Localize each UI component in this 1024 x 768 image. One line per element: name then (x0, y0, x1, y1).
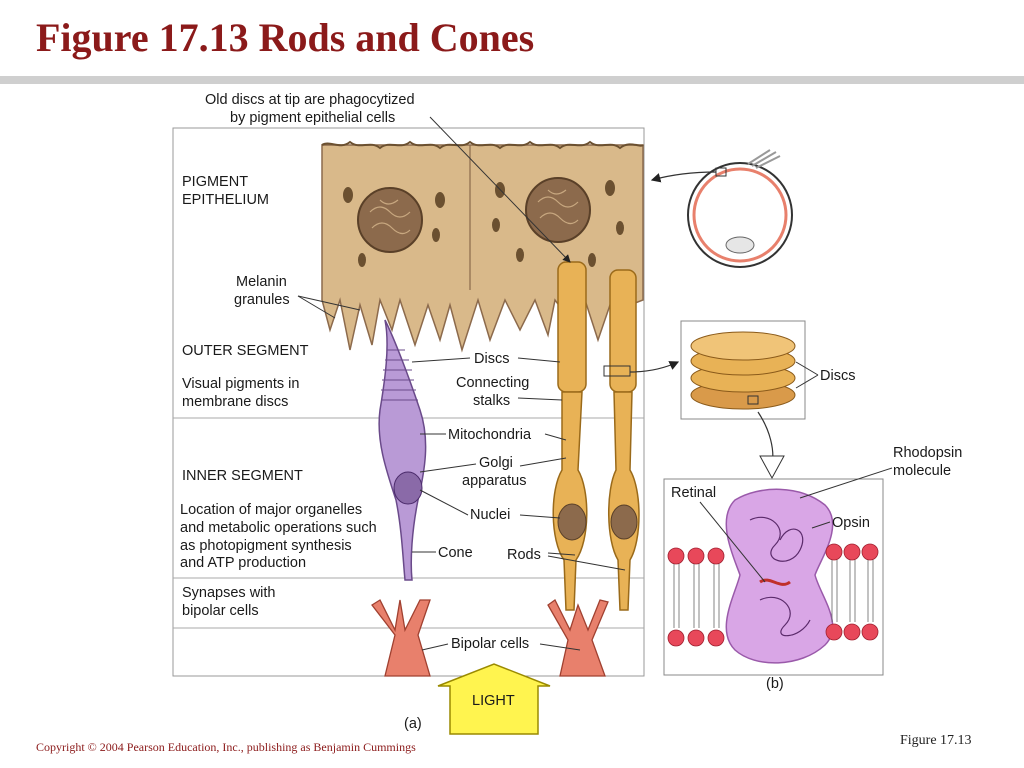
discs-b-leader-1 (795, 361, 819, 376)
synapses-label-2: bipolar cells (182, 603, 259, 619)
rods-label: Rods (507, 547, 541, 563)
outer-segment-label: OUTER SEGMENT (182, 343, 309, 359)
top-caption-line2: by pigment epithelial cells (230, 110, 395, 126)
retinal-label: Retinal (671, 485, 716, 501)
pigment-epithelium-label-2: EPITHELIUM (182, 192, 269, 208)
nuclei-label: Nuclei (470, 507, 510, 523)
discs-zoom-box (680, 320, 806, 420)
lipid-bilayer (667, 543, 879, 647)
copyright-notice: Copyright © 2004 Pearson Education, Inc.… (36, 740, 416, 754)
cone-cell (378, 319, 427, 581)
pigment-epithelium-label-1: PIGMENT (182, 174, 248, 190)
bipolar-cell-right (547, 599, 609, 677)
rod-cell-left (552, 261, 588, 611)
light-arrow (437, 663, 551, 735)
synapses-label-1: Synapses with (182, 585, 276, 601)
rhodopsin-box (663, 478, 884, 676)
visual-pigments-label-1: Visual pigments in (182, 376, 299, 392)
panel-b-label: (b) (766, 676, 784, 692)
retinal-leader (699, 501, 766, 583)
lipid-tails (673, 560, 874, 628)
melanin-label-1: Melanin (236, 274, 287, 290)
eye-schematic (687, 149, 793, 268)
discs-label: Discs (474, 351, 509, 367)
eye-zoom-arrow (650, 171, 717, 183)
connecting-stalks-label-2: stalks (473, 393, 510, 409)
connecting-stalks-label-1: Connecting (456, 375, 529, 391)
discs-b-leader-2 (795, 374, 819, 389)
figure-reference: Figure 17.13 (900, 733, 972, 748)
rod-cell-right (608, 269, 640, 611)
golgi-label-2: apparatus (462, 473, 527, 489)
rod-disc-highlight (603, 365, 631, 377)
rhodopsin-zoom-arrowhead (759, 455, 785, 480)
opsin-leader (811, 521, 831, 529)
top-caption-line1: Old discs at tip are phagocytized (205, 92, 415, 108)
bipolar-cells-label: Bipolar cells (451, 636, 529, 652)
bipolar-cell-left (371, 599, 431, 677)
leader-lines-a (297, 116, 626, 651)
title-divider (0, 76, 1024, 84)
discs-b-label: Discs (820, 368, 855, 384)
melanin-label-2: granules (234, 292, 290, 308)
mitochondria-label: Mitochondria (448, 427, 532, 443)
opsin-label: Opsin (832, 515, 870, 531)
inner-segment-label: INNER SEGMENT (182, 468, 303, 484)
organelles-label-3: as photopigment synthesis (180, 538, 352, 554)
rhodopsin-label-2: molecule (893, 463, 951, 479)
visual-pigments-label-2: membrane discs (182, 394, 288, 410)
organelles-label-4: and ATP production (180, 555, 306, 571)
slide-title: Figure 17.13 Rods and Cones (36, 15, 535, 60)
golgi-label-1: Golgi (479, 455, 513, 471)
rhodopsin-leader (799, 467, 893, 499)
panel-a-label: (a) (404, 716, 422, 732)
pigment-cell-nucleus-right (525, 177, 591, 243)
disc-zoom-arrow (629, 361, 680, 373)
pigment-cell-nucleus-left (357, 187, 423, 253)
cone-label: Cone (438, 545, 473, 561)
organelles-label-2: and metabolic operations such (180, 520, 377, 536)
light-label: LIGHT (472, 693, 515, 709)
melanin-granules (343, 180, 624, 267)
rhodopsin-label-1: Rhodopsin (893, 445, 962, 461)
organelles-label-1: Location of major organelles (180, 502, 362, 518)
